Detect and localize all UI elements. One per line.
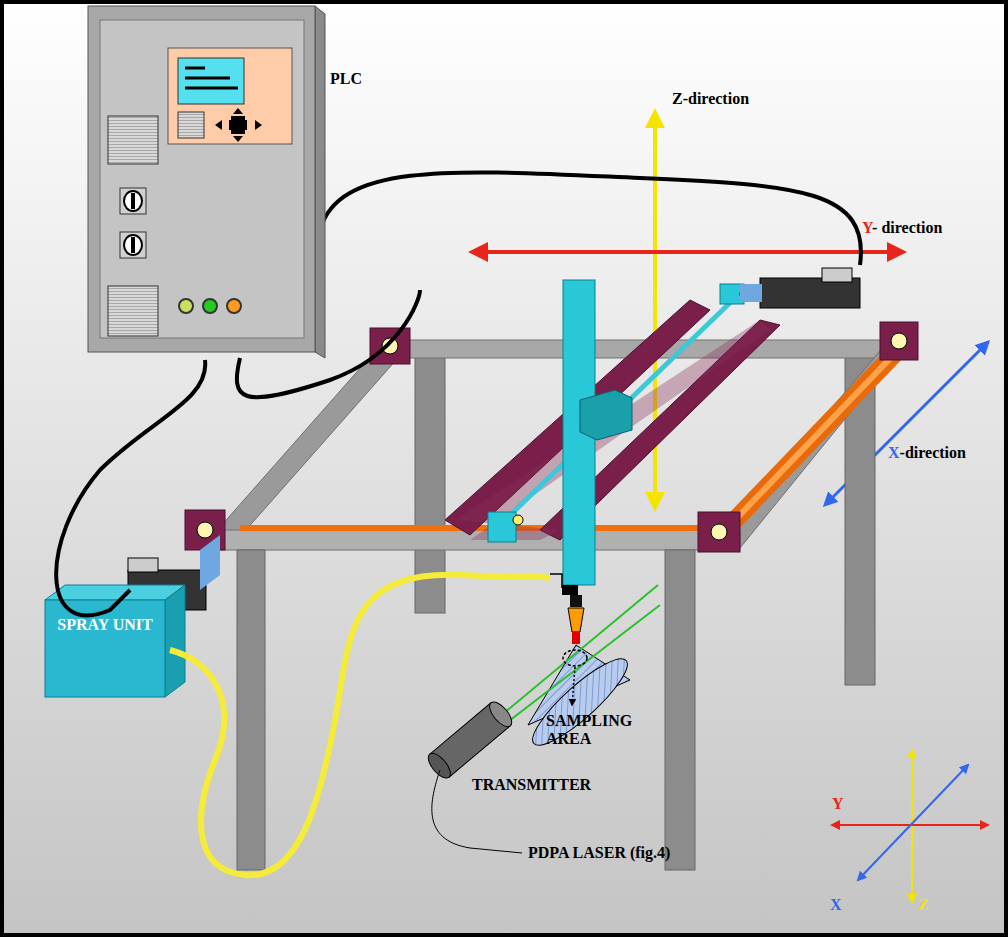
axis-label: X-direction	[888, 444, 966, 462]
part-label: SAMPLING AREA	[546, 712, 636, 749]
axis-letter: Y	[832, 795, 844, 813]
part-label: TRANSMITTER	[472, 776, 591, 794]
node-label: SPRAY UNIT	[45, 616, 165, 634]
plc-cabinet: PLC	[88, 6, 315, 352]
spray-unit-box: SPRAY UNIT	[45, 600, 165, 697]
part-label: PDPA LASER (fig.4)	[528, 844, 670, 862]
axis-label: Z-direction	[672, 90, 749, 108]
axis-label: Y- direction	[862, 219, 942, 237]
axis-letter: X	[830, 896, 842, 914]
node-label: PLC	[330, 70, 362, 88]
axis-letter: Z	[918, 896, 929, 914]
